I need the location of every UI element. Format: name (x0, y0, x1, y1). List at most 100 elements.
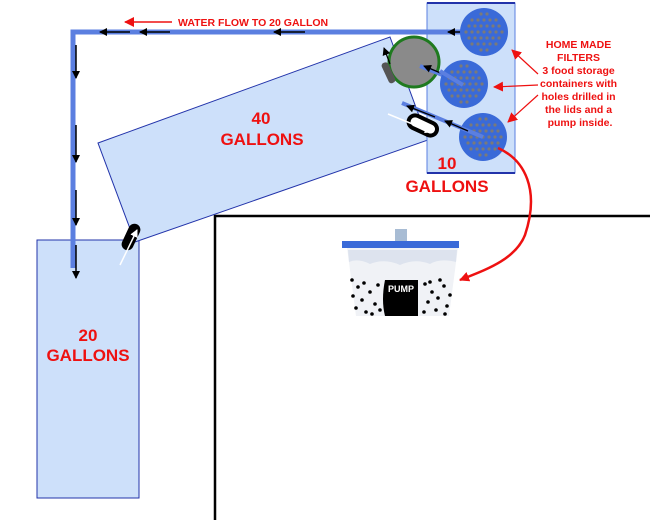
filter-hole (465, 64, 469, 68)
tank-40-gallon: 40 GALLONS (97, 36, 429, 243)
filter-hole (472, 141, 476, 145)
media-pellet (434, 308, 438, 312)
filter-hole (475, 147, 479, 151)
media-pellet (430, 290, 434, 294)
filter-hole (494, 42, 498, 46)
filter-hole (494, 18, 498, 22)
filter-hole (496, 141, 500, 145)
filter-hole (469, 147, 473, 151)
media-pellet (376, 283, 380, 287)
filter-hole (499, 135, 503, 139)
filter-hole (479, 12, 483, 16)
filter-hole (456, 94, 460, 98)
media-pellet (442, 284, 446, 288)
tank-40-unit: GALLONS (220, 130, 303, 149)
media-pellet (436, 296, 440, 300)
filter-hole (470, 30, 474, 34)
filter-hole (459, 64, 463, 68)
filter-hole (493, 123, 497, 127)
filters-note-text: HOME MADE FILTERS 3 food storage contain… (540, 39, 620, 129)
filter-hole (479, 48, 483, 52)
filter-hole (466, 141, 470, 145)
return-pipe (70, 28, 487, 279)
media-pellet (368, 290, 372, 294)
filter-hole (468, 94, 472, 98)
filter-hole (468, 70, 472, 74)
overflow-siphon (387, 113, 439, 138)
filter-hole (487, 123, 491, 127)
filter-containers (438, 8, 508, 161)
overflow-siphon-20 (119, 223, 141, 266)
filter-hole (497, 36, 501, 40)
media-pellet (378, 308, 382, 312)
filter-hole (493, 147, 497, 151)
red-arrow-icon (511, 49, 539, 75)
filter-hole (469, 135, 473, 139)
stand-outline (213, 214, 650, 520)
tank-20-number: 20 (79, 326, 98, 345)
media-pellet (354, 306, 358, 310)
filter-hole (481, 123, 485, 127)
media-pellet (373, 302, 377, 306)
filter-hole (487, 135, 491, 139)
filter-hole (490, 141, 494, 145)
filter-hole (484, 129, 488, 133)
filter-hole (476, 42, 480, 46)
filter-hole (464, 30, 468, 34)
media-pellet (356, 285, 360, 289)
tank-40-number: 40 (252, 109, 271, 128)
filter-hole (474, 70, 478, 74)
filter-hole (494, 30, 498, 34)
filter-hole (488, 30, 492, 34)
water-flow-label: WATER FLOW TO 20 GALLON (178, 17, 328, 29)
filter-hole (497, 24, 501, 28)
filter-hole (488, 18, 492, 22)
media-pellet (448, 293, 452, 297)
filter-hole (475, 123, 479, 127)
media-pellet (350, 278, 354, 282)
filter-hole (478, 129, 482, 133)
filter-hole (473, 36, 477, 40)
media-pellet (422, 310, 426, 314)
filters-note: HOME MADE FILTERS 3 food storage contain… (493, 39, 620, 129)
red-arrow-icon (493, 81, 539, 92)
filter-hole (490, 129, 494, 133)
filter-hole (459, 88, 463, 92)
filter-hole (465, 88, 469, 92)
filter-hole (465, 100, 469, 104)
filter-hole (496, 129, 500, 133)
filter-hole (476, 30, 480, 34)
filter-hole (453, 88, 457, 92)
filter-hole (481, 147, 485, 151)
media-pellet (426, 300, 430, 304)
filter-hole (459, 76, 463, 80)
filter-hole (444, 82, 448, 86)
filter-hole (470, 18, 474, 22)
tank-20-gallon: 20 GALLONS (36, 239, 140, 499)
filter-hole (485, 12, 489, 16)
filter-hole (478, 117, 482, 121)
filter-hole (484, 153, 488, 157)
filter-hole (488, 42, 492, 46)
pump-label: PUMP (388, 284, 414, 294)
filter-hole (493, 135, 497, 139)
filter-hole (482, 18, 486, 22)
filter-hole (478, 141, 482, 145)
filter-hole (479, 24, 483, 28)
filter-hole (462, 70, 466, 74)
media-pellet (351, 294, 355, 298)
media-pellet (423, 282, 427, 286)
media-pellet (360, 298, 364, 302)
filter-hole (469, 123, 473, 127)
media-pellet (445, 304, 449, 308)
media-pellet (364, 310, 368, 314)
filter-hole (473, 24, 477, 28)
filter-hole (491, 36, 495, 40)
water-flow-note: WATER FLOW TO 20 GALLON (124, 17, 328, 29)
filter-hole (459, 100, 463, 104)
red-arrow-icon (507, 94, 539, 123)
filter-container (460, 8, 508, 56)
filter-hole (484, 117, 488, 121)
filter-hole (450, 82, 454, 86)
media-pellet (362, 281, 366, 285)
